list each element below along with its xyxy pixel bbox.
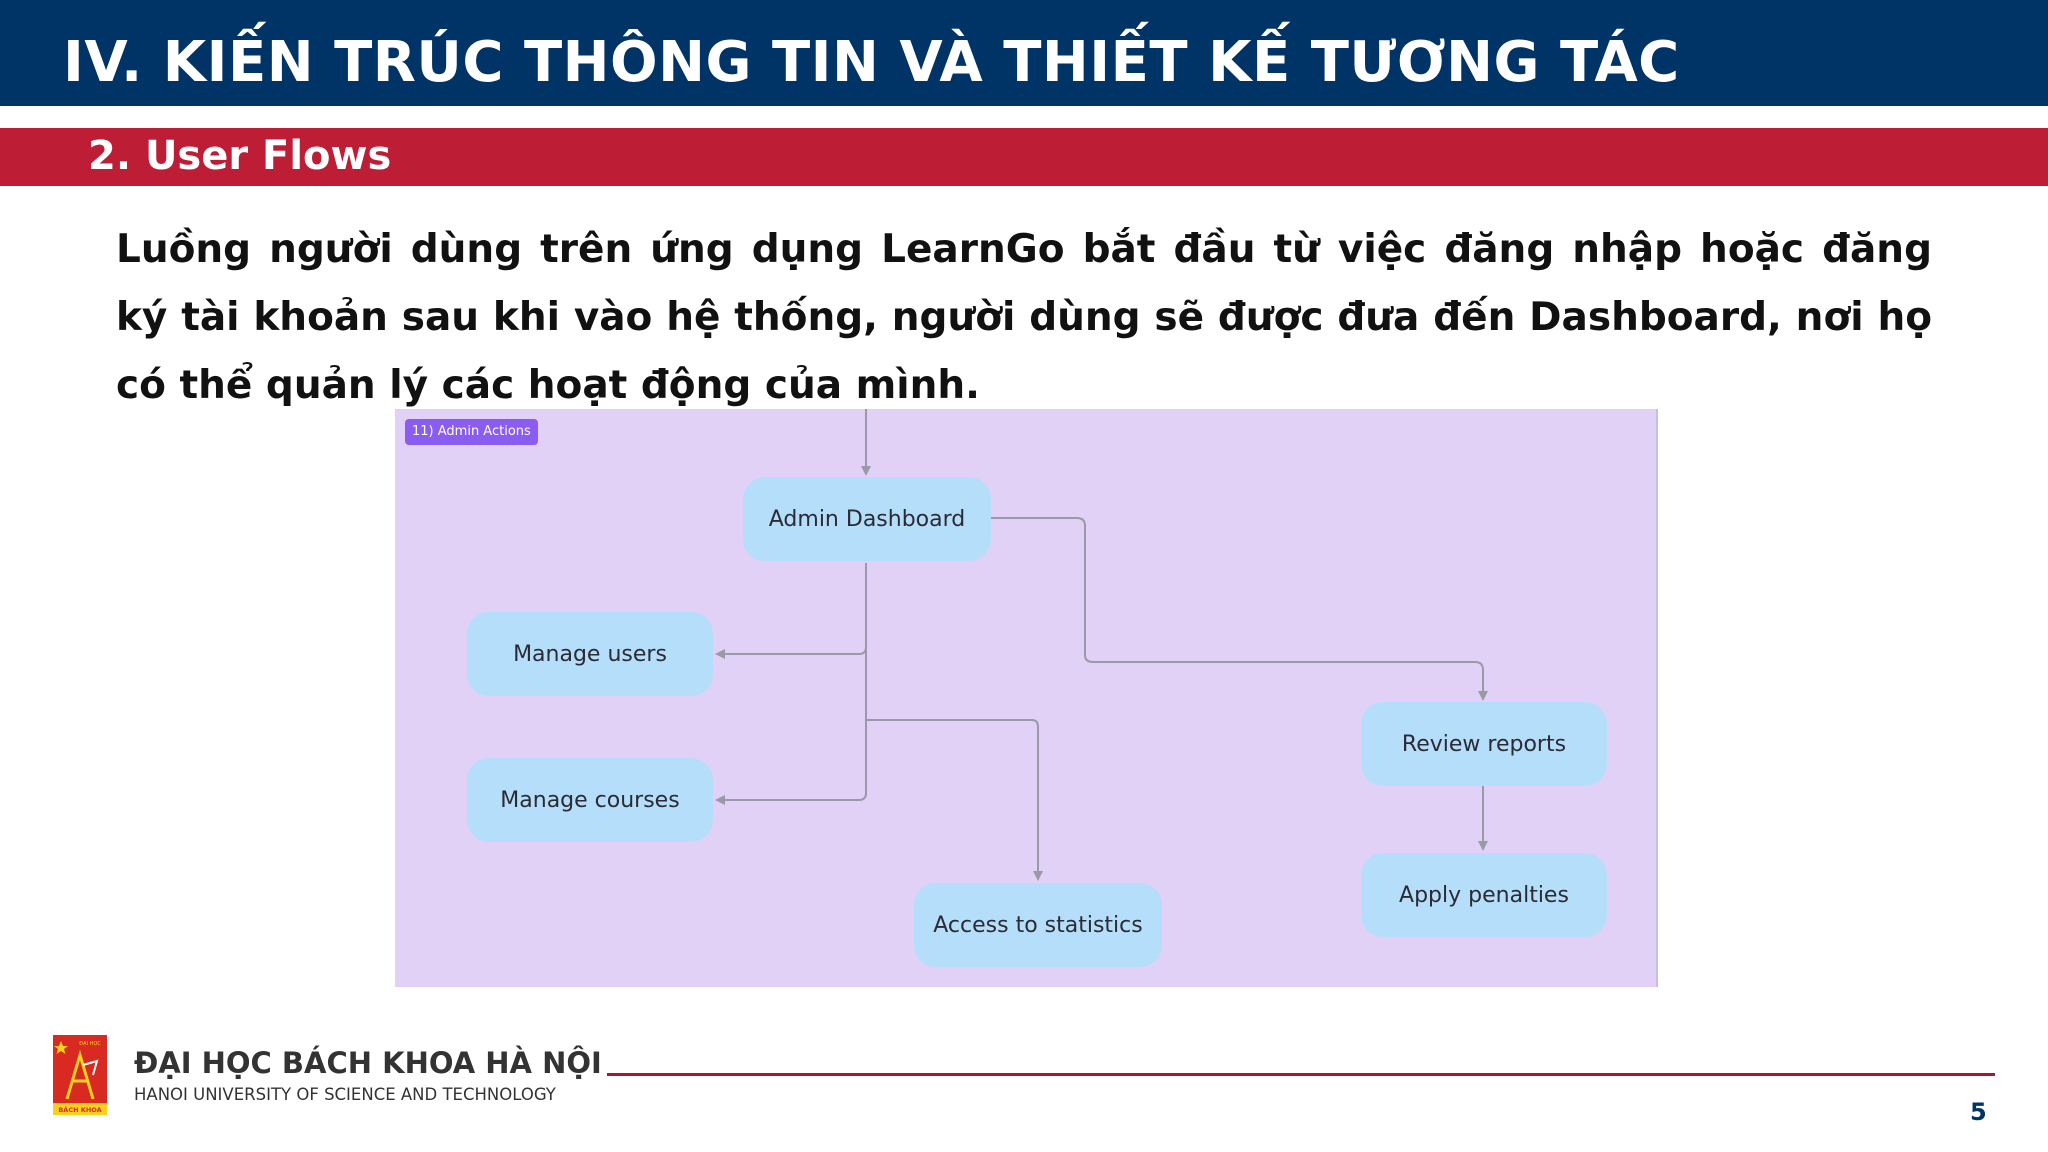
slide-subtitle: 2. User Flows bbox=[88, 133, 392, 179]
flow-connectors bbox=[715, 409, 1488, 881]
university-name-vi: ĐẠI HỌC BÁCH KHOA HÀ NỘI bbox=[134, 1046, 602, 1080]
footer-divider bbox=[607, 1073, 1995, 1076]
connector-to-manage-courses bbox=[715, 647, 867, 805]
connector-to-manage-users bbox=[715, 563, 867, 659]
university-logo: ĐẠI HỌC BÁCH KHOA bbox=[53, 1035, 107, 1115]
page-number: 5 bbox=[1970, 1098, 1987, 1126]
svg-text:BÁCH KHOA: BÁCH KHOA bbox=[58, 1105, 101, 1114]
subtitle-bar bbox=[0, 128, 2048, 186]
node-apply-penalties: Apply penalties bbox=[1361, 853, 1607, 937]
node-manage-users: Manage users bbox=[467, 612, 713, 696]
university-name-en: HANOI UNIVERSITY OF SCIENCE AND TECHNOLO… bbox=[134, 1085, 556, 1104]
node-manage-courses: Manage courses bbox=[467, 758, 713, 842]
connector-to-review-reports bbox=[991, 517, 1488, 701]
node-admin-dashboard: Admin Dashboard bbox=[743, 477, 991, 561]
svg-text:ĐẠI HỌC: ĐẠI HỌC bbox=[79, 1041, 101, 1047]
intro-paragraph: Luồng người dùng trên ứng dụng LearnGo b… bbox=[116, 227, 1932, 408]
node-review-reports: Review reports bbox=[1361, 702, 1607, 786]
title-bar bbox=[0, 0, 2048, 106]
frame-label: 11) Admin Actions bbox=[405, 419, 538, 445]
user-flow-diagram: 11) Admin Actions Admin Dashboard Manage… bbox=[395, 409, 1658, 987]
node-access-statistics: Access to statistics bbox=[914, 883, 1162, 967]
connector-to-statistics bbox=[866, 719, 1043, 881]
slide-title: IV. KIẾN TRÚC THÔNG TIN VÀ THIẾT KẾ TƯƠN… bbox=[63, 30, 1680, 95]
